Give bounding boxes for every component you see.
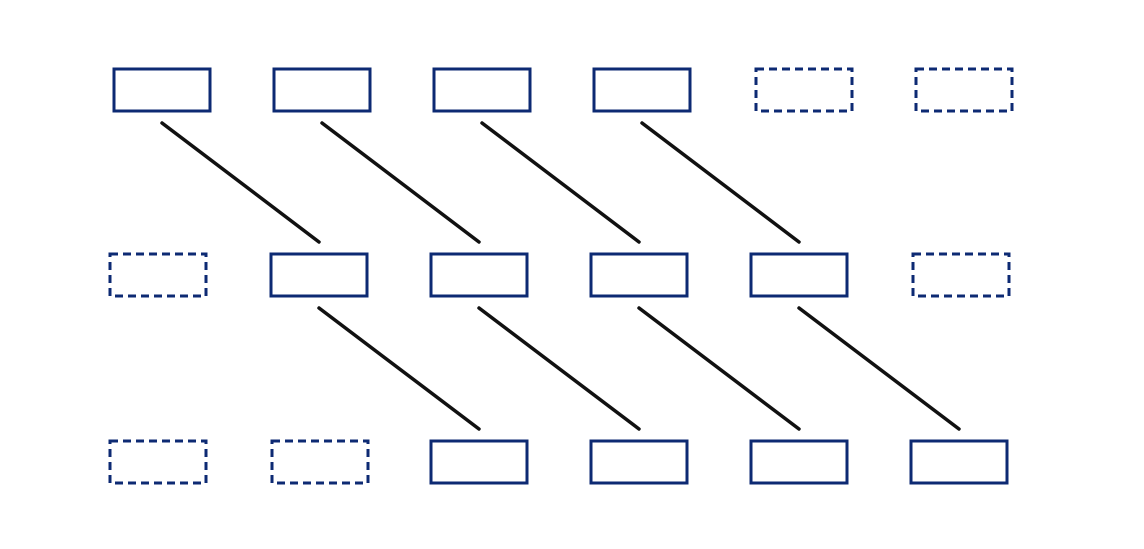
- cell-r2-c0-dashed: [108, 439, 208, 485]
- link-2: [480, 121, 641, 244]
- cell-r2-c1-dashed: [270, 439, 370, 485]
- link-4: [317, 306, 481, 431]
- cell-r1-c1-solid: [269, 252, 369, 298]
- cell-r1-c2-solid: [429, 252, 529, 298]
- link-6: [637, 306, 801, 431]
- cell-r0-c0-solid: [112, 67, 212, 113]
- cell-r2-c4-solid: [749, 439, 849, 485]
- cell-r1-c0-dashed: [108, 252, 208, 298]
- cell-r0-c3-solid: [592, 67, 692, 113]
- cell-r0-c2-solid: [432, 67, 532, 113]
- cell-r2-c3-solid: [589, 439, 689, 485]
- link-1: [320, 121, 481, 244]
- cell-r2-c2-solid: [429, 439, 529, 485]
- cells-layer: [108, 67, 1014, 485]
- cell-r0-c4-dashed: [754, 67, 854, 113]
- link-5: [477, 306, 641, 431]
- cell-r1-c4-solid: [749, 252, 849, 298]
- links-layer: [160, 121, 961, 431]
- cell-r2-c5-solid: [909, 439, 1009, 485]
- cell-r0-c1-solid: [272, 67, 372, 113]
- link-0: [160, 121, 321, 244]
- link-3: [640, 121, 801, 244]
- cell-r1-c5-dashed: [911, 252, 1011, 298]
- cell-r1-c3-solid: [589, 252, 689, 298]
- cell-r0-c5-dashed: [914, 67, 1014, 113]
- link-7: [797, 306, 961, 431]
